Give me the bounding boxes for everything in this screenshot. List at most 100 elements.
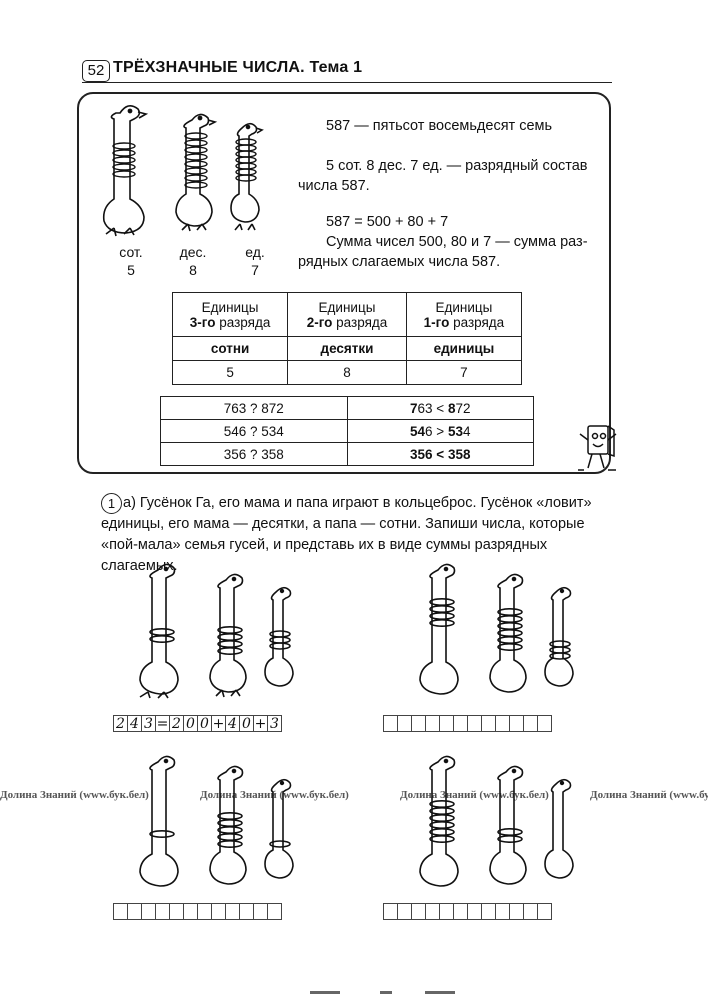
answer-cell[interactable]: [439, 715, 454, 732]
answer-cell[interactable]: [411, 903, 426, 920]
expanded-form-equation: 587 = 500 + 80 + 7: [326, 214, 449, 230]
watermark-3: Долина Знаний (www.бук.бел): [400, 789, 549, 801]
answer-cell[interactable]: [509, 903, 524, 920]
answer-cell[interactable]: [481, 715, 496, 732]
answer-grid-2[interactable]: [383, 715, 552, 732]
sum-definition-line1: Сумма чисел 500, 80 и 7 — сумма раз-: [326, 234, 588, 250]
rank-header-1-bottom: 1-го разряда: [423, 314, 505, 330]
answer-cell[interactable]: [383, 903, 398, 920]
rank-header-1: Единицы 1-го разряда: [405, 292, 523, 337]
exercise-geese-2: [419, 563, 574, 695]
compare-question-3: 356 ? 358: [160, 442, 348, 466]
answer-cell[interactable]: 4: [225, 715, 240, 732]
page-number: 52: [82, 60, 110, 82]
rank-value-tens: 8: [287, 360, 407, 385]
answer-cell[interactable]: [397, 903, 412, 920]
answer-cell[interactable]: [197, 903, 212, 920]
answer-cell[interactable]: 4: [127, 715, 142, 732]
answer-cell[interactable]: 2: [113, 715, 128, 732]
answer-cell[interactable]: [183, 903, 198, 920]
answer-cell[interactable]: [225, 903, 240, 920]
place-composition-line1: 5 сот. 8 дес. 7 ед. — разрядный состав: [326, 158, 588, 174]
answer-cell[interactable]: [453, 903, 468, 920]
place-composition-line2: числа 587.: [298, 178, 370, 194]
compare-question-2: 546 ? 534: [160, 419, 348, 443]
answer-cell[interactable]: 3: [267, 715, 282, 732]
answer-cell[interactable]: [411, 715, 426, 732]
answer-cell[interactable]: [509, 715, 524, 732]
watermark-2: Долина Знаний (www.бук.бел): [200, 789, 349, 801]
answer-cell[interactable]: [253, 903, 268, 920]
exercise-geese-3: [139, 755, 294, 887]
rank-header-3-bottom: 3-го разряда: [189, 314, 271, 330]
answer-grid-3[interactable]: [113, 903, 282, 920]
rank-name-tens: десятки: [287, 336, 407, 361]
rank-header-2-bottom: 2-го разряда: [306, 314, 388, 330]
answer-cell[interactable]: [537, 715, 552, 732]
rank-header-3-top: Единицы: [201, 299, 259, 315]
answer-cell[interactable]: [467, 903, 482, 920]
compare-question-1: 763 ? 872: [160, 396, 348, 420]
compare-answer-3: 356 < 358: [346, 442, 534, 466]
answer-cell[interactable]: [439, 903, 454, 920]
sum-definition-line2: рядных слагаемых числа 587.: [298, 254, 501, 270]
answer-cell[interactable]: [467, 715, 482, 732]
compare-answer-2: 546 > 534: [346, 419, 534, 443]
place-label-ones: ед.: [245, 244, 265, 260]
answer-cell[interactable]: [523, 903, 538, 920]
rank-value-ones: 7: [405, 360, 523, 385]
comparison-table: 763 ? 872 763 < 872 546 ? 534 546 > 534 …: [160, 396, 534, 466]
answer-cell[interactable]: [127, 903, 142, 920]
place-digit-tens: 8: [189, 262, 197, 278]
answer-cell[interactable]: +: [253, 715, 268, 732]
rank-name-ones: единицы: [405, 336, 523, 361]
rank-header-1-top: Единицы: [435, 299, 493, 315]
task-number-badge: 1: [101, 493, 122, 514]
page-title: ТРЁХЗНАЧНЫЕ ЧИСЛА. Тема 1: [113, 59, 363, 76]
answer-cell[interactable]: [425, 903, 440, 920]
answer-cell[interactable]: [155, 903, 170, 920]
answer-cell[interactable]: [523, 715, 538, 732]
watermark-4: Долина Знаний (www.бук.бел): [590, 789, 708, 801]
exercise-geese-4: [419, 755, 574, 887]
place-digit-ones: 7: [251, 262, 259, 278]
answer-cell[interactable]: 0: [197, 715, 212, 732]
answer-cell[interactable]: 3: [141, 715, 156, 732]
rank-header-3: Единицы 3-го разряда: [171, 292, 289, 337]
answer-cell[interactable]: +: [211, 715, 226, 732]
goose-family-illustration: [102, 105, 264, 237]
answer-cell[interactable]: [383, 715, 398, 732]
place-label-tens: дес.: [179, 244, 207, 260]
answer-cell[interactable]: [397, 715, 412, 732]
answer-cell[interactable]: [267, 903, 282, 920]
rank-header-2: Единицы 2-го разряда: [287, 292, 407, 337]
place-value-table: Единицы 3-го разряда Единицы 2-го разряд…: [171, 292, 523, 385]
answer-grid-4[interactable]: [383, 903, 552, 920]
answer-cell[interactable]: [495, 903, 510, 920]
rank-name-hundreds: сотни: [171, 336, 289, 361]
place-label-hundreds: сот.: [119, 244, 143, 260]
rank-value-hundreds: 5: [171, 360, 289, 385]
rank-header-2-top: Единицы: [318, 299, 376, 315]
answer-grid-1[interactable]: 2 4 3 = 2 0 0 + 4 0 + 3: [113, 715, 282, 732]
answer-cell[interactable]: 0: [239, 715, 254, 732]
compare-answer-1: 763 < 872: [346, 396, 534, 420]
answer-cell[interactable]: [239, 903, 254, 920]
answer-cell[interactable]: [169, 903, 184, 920]
answer-cell[interactable]: [481, 903, 496, 920]
answer-cell[interactable]: 0: [183, 715, 198, 732]
place-digit-hundreds: 5: [127, 262, 135, 278]
watermark-1: Долина Знаний (www.бук.бел): [0, 789, 149, 801]
book-mascot-icon: [578, 425, 617, 471]
answer-cell[interactable]: [495, 715, 510, 732]
answer-cell[interactable]: [211, 903, 226, 920]
answer-cell[interactable]: [425, 715, 440, 732]
answer-cell[interactable]: [453, 715, 468, 732]
answer-cell[interactable]: [537, 903, 552, 920]
answer-cell[interactable]: [113, 903, 128, 920]
answer-cell[interactable]: 2: [169, 715, 184, 732]
answer-cell[interactable]: [141, 903, 156, 920]
answer-cell[interactable]: =: [155, 715, 170, 732]
exercise-geese-1: [139, 563, 294, 699]
theory-box: [77, 92, 611, 474]
